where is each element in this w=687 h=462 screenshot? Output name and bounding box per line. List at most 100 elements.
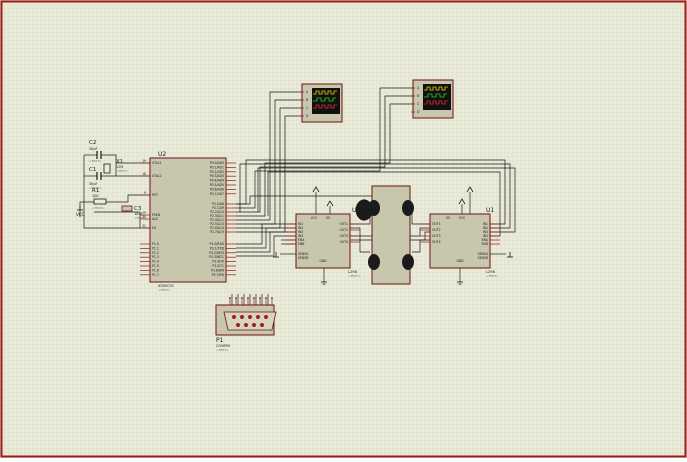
p1-hole-bottom-0: [236, 323, 240, 327]
u2-pin-label-p3-6: P3.6/WR: [211, 268, 225, 272]
u1-pin-label-sense-1: SENSB: [478, 256, 488, 260]
power-arrow-u1-vcc: [466, 186, 474, 193]
u1-pin-label-out-3: OUT4: [432, 240, 441, 244]
u2-pin-label-left-1: XTAL2: [152, 174, 162, 178]
u1-pin-label-out-0: OUT1: [432, 222, 441, 226]
u3-pin-label-in-5: ENB: [298, 242, 304, 246]
p1-lead-dot-5: [259, 297, 261, 299]
scope2-pin-label-1: B: [417, 94, 419, 98]
u1-part: L298: [486, 270, 496, 274]
ground-symbol-1: [77, 206, 83, 211]
p1-lead-dot-6: [265, 297, 267, 299]
resistor-r1[interactable]: R1 10K <TEXT>: [92, 188, 107, 210]
u2-pin-label-p0-2: P0.2/AD2: [210, 170, 224, 174]
u2-pin-num-left-0: 19: [142, 159, 146, 163]
scope1-trace-a: [313, 90, 337, 95]
capacitor-c3[interactable]: C3 10uF <TEXT>: [121, 205, 147, 220]
u2-pin-label-p0-5: P0.5/AD5: [210, 183, 224, 187]
u3-pin-label-in-0: IN1: [298, 222, 303, 226]
u2-pin-label-p1-4: P1.4: [152, 260, 159, 264]
u2-part: AT89C51: [158, 284, 174, 288]
u1-pin-label-out-2: OUT3: [432, 234, 441, 238]
p1-lead-dot-4: [253, 297, 255, 299]
wire-u3-in4: [236, 235, 296, 257]
x1-ref: X1: [116, 159, 123, 165]
u2-pin-label-p0-4: P0.4/AD4: [210, 179, 224, 183]
u2-pin-label-p3-7: P3.7/RD: [212, 273, 225, 277]
u1-pin-label-top-0: VS: [446, 216, 450, 220]
capacitor-c2[interactable]: C2 30pF <TEXT>: [89, 140, 102, 163]
u2-pin-label-p1-1: P1.1: [152, 246, 159, 250]
u2-pin-num-left-2: 9: [144, 191, 146, 195]
u3-pin-label-out-2: OUT3: [339, 234, 348, 238]
u2-pin-label-p2-6: P2.6/A14: [210, 226, 224, 230]
u3-pin-label-out-1: OUT2: [339, 228, 348, 232]
u3-pin-label-out-3: OUT4: [339, 240, 348, 244]
u2-pin-label-p3-5: P3.5/T1: [212, 264, 224, 268]
p1-lead-dot-1: [235, 297, 237, 299]
u2-pin-label-p2-5: P2.5/A13: [210, 222, 224, 226]
scope1-pin-label-2: C: [306, 106, 308, 110]
u3-pin-label-in-3: IN4: [298, 234, 303, 238]
p1-hole-top-1: [240, 315, 244, 319]
u2-pin-label-p3-4: P3.4/T0: [212, 260, 224, 264]
c2-ref: C2: [89, 140, 96, 146]
u2-pin-label-p1-6: P1.6: [152, 268, 159, 272]
wire-gnd-rail: [83, 155, 140, 229]
power-arrow-u1-vs: [458, 198, 466, 205]
wire-scope1-a: [236, 91, 302, 221]
c2-sub: <TEXT>: [89, 159, 102, 163]
vcc-supply: VCC: [76, 212, 85, 217]
u2-body: [149, 157, 227, 283]
u2-pin-label-p1-3: P1.3: [152, 255, 159, 259]
compim-p1[interactable]: P1 COMPIM <TEXT>: [215, 297, 277, 352]
u3-pin-label-top-1: VS: [326, 216, 330, 220]
u2-pin-label-p0-1: P0.1/AD1: [210, 165, 224, 169]
c2-value: 30pF: [89, 147, 97, 151]
wire-u1-in1: [236, 159, 506, 225]
u2-pin-label-p2-3: P2.3/A11: [210, 214, 224, 218]
motor-coil-right-top: [402, 200, 414, 216]
motor-body: [371, 185, 411, 285]
ground-symbol-4: [273, 252, 279, 258]
u2-pin-label-p0-6: P0.6/AD6: [210, 187, 224, 191]
u3-pin-label-in-2: IN3: [298, 230, 303, 234]
scope2-pin-label-0: A: [417, 86, 420, 90]
p1-leads: [229, 297, 273, 305]
scope1-trace-c: [313, 104, 337, 109]
u1-sub: <TEXT>: [486, 274, 499, 278]
u1-pin-label-in-2: IN3: [483, 230, 488, 234]
u1-pin-label-in-4: ENA: [482, 238, 489, 242]
r1-sub: <TEXT>: [92, 206, 105, 210]
u2-microcontroller[interactable]: XTAL119XTAL218RST9PSEN29ALE30EA31P1.0P1.…: [140, 151, 236, 292]
u2-pin-label-p2-4: P2.4/A12: [210, 218, 224, 222]
u1-pin-label-in-3: IN4: [483, 234, 488, 238]
capacitor-c1[interactable]: C1 30pF <TEXT>: [89, 167, 102, 190]
scope1-pin-label-3: D: [306, 114, 309, 118]
x1-body: [103, 163, 111, 174]
u2-pin-label-p2-1: P2.1/A9: [212, 206, 224, 210]
ground-symbol-5: [507, 252, 513, 258]
p1-ref: P1: [216, 337, 224, 344]
p1-hole-bottom-1: [244, 323, 248, 327]
wire-u1-in2: [239, 163, 511, 229]
u2-pin-label-p1-2: P1.2: [152, 251, 159, 255]
scope1-trace-b: [313, 97, 336, 102]
u3-pin-label-in-1: IN2: [298, 226, 303, 230]
power-arrow-u3-vcc: [312, 186, 320, 193]
u1-pin-label-sense-0: SENSA: [478, 252, 489, 256]
u1-pin-label-gnd: GND: [456, 259, 464, 263]
crystal-x1[interactable]: X1 12M <TEXT>: [103, 159, 129, 174]
p1-hole-top-0: [232, 315, 236, 319]
stepper-motor[interactable]: [355, 185, 414, 285]
u2-pin-label-p2-0: P2.0/A8: [212, 202, 224, 206]
